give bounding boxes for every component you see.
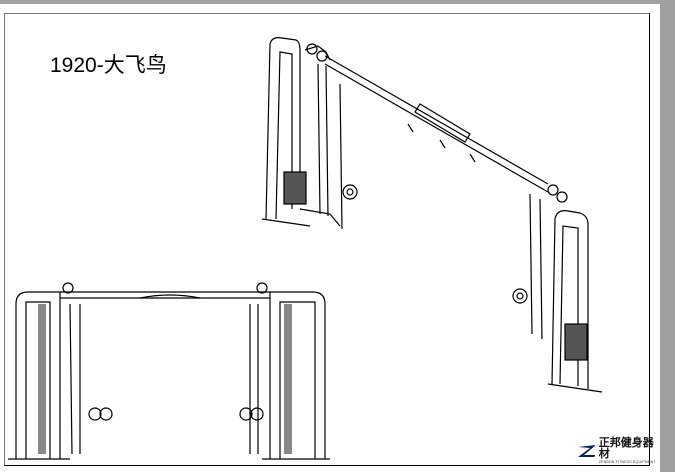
product-title: 1920-大飞鸟 [50,54,167,77]
document-page: 1920-大飞鸟 [0,4,660,472]
equipment-drawing [8,37,603,460]
iso-left-tower [261,37,358,230]
iso-right-tower [512,184,603,393]
front-view [8,282,330,460]
drawing-frame [4,13,650,466]
iso-crossbar [324,55,549,193]
logo-text-cn: 正邦健身器材 [598,437,654,460]
logo-mark-icon [578,445,595,457]
brand-logo: 正邦健身器材 ZENBON FITNESS EQUIPMENT [578,438,660,464]
logo-text-en: ZENBON FITNESS EQUIPMENT [598,460,656,464]
